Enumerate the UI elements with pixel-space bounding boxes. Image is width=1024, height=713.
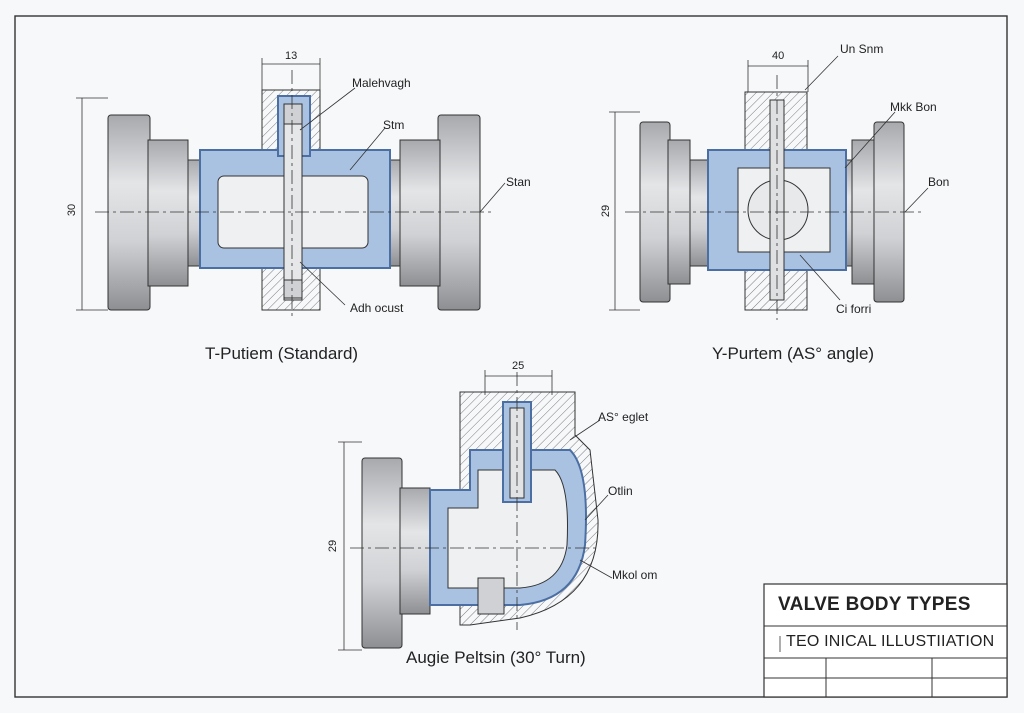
t-pattern-callout-2: Stm — [383, 118, 405, 132]
y-pattern-top-dimension: 40 — [772, 50, 785, 62]
angle-pattern-callout-3: Mkol om — [612, 568, 658, 582]
angle-pattern-valve-view — [338, 370, 613, 651]
t-pattern-callout-3: Stan — [506, 175, 531, 189]
y-pattern-caption: Y-Purtem (AS° angle) — [712, 344, 875, 363]
y-pattern-valve-view — [609, 55, 929, 320]
t-pattern-caption: T-Putiem (Standard) — [205, 344, 359, 363]
y-pattern-callout-3: Bon — [928, 175, 950, 189]
y-pattern-side-dimension: 29 — [600, 204, 613, 218]
y-pattern-callout-4: Ci forri — [836, 302, 872, 316]
title-block-title: VALVE BODY TYPES — [778, 594, 971, 615]
t-pattern-valve-view — [76, 58, 506, 320]
angle-pattern-top-dimension: 25 — [512, 360, 525, 372]
y-pattern-callout-2: Mkk Bon — [890, 100, 937, 114]
angle-pattern-side-dimension: 29 — [327, 539, 340, 553]
t-pattern-side-dimension: 30 — [66, 203, 79, 217]
t-pattern-callout-1: Malehvagh — [352, 76, 411, 90]
t-pattern-top-dimension: 13 — [285, 50, 298, 62]
angle-pattern-caption: Augie Peltsin (30° Turn) — [406, 648, 586, 667]
sheet-border — [14, 15, 1008, 698]
title-block — [763, 583, 1008, 698]
title-block-subtitle: TEO INICAL ILLUSTIIATION — [786, 633, 995, 650]
angle-pattern-callout-2: Otlin — [608, 484, 633, 498]
angle-pattern-callout-1: AS° eglet — [598, 410, 649, 424]
t-pattern-callout-4: Adh ocust — [350, 301, 404, 315]
y-pattern-callout-1: Un Snm — [840, 42, 884, 56]
